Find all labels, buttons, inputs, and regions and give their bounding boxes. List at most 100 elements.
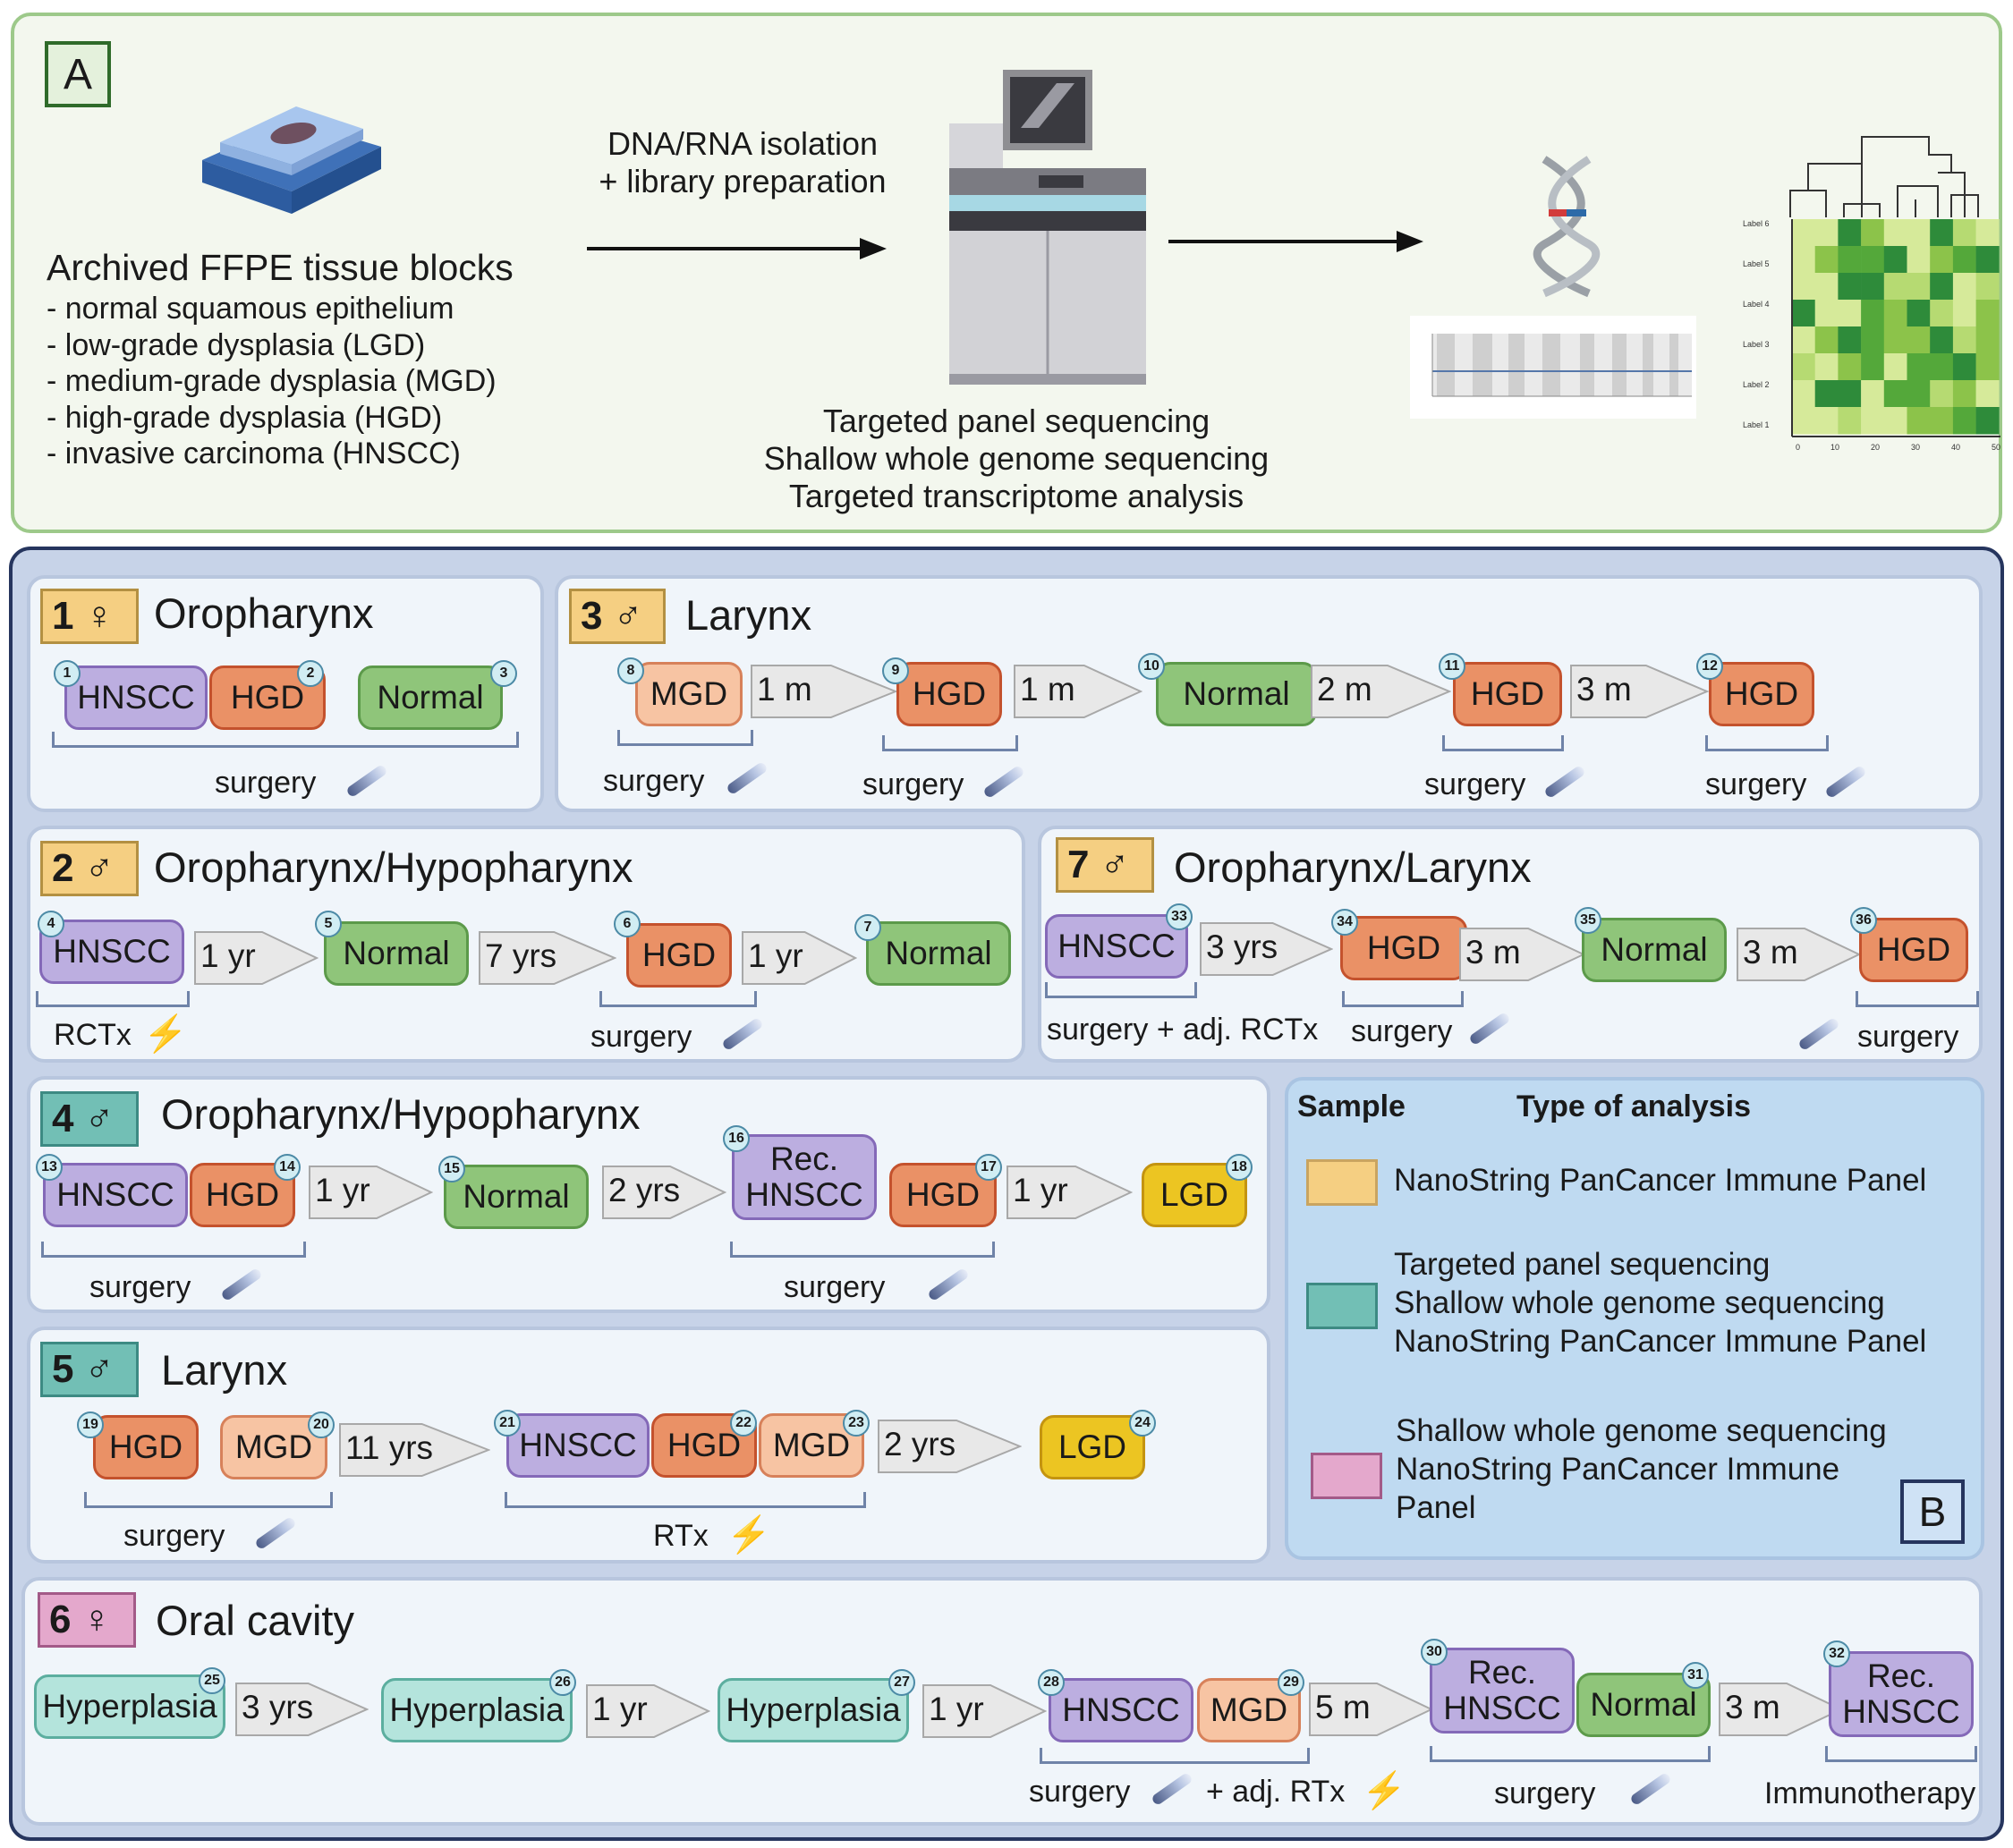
- heatmap-tick: 40: [1951, 443, 1960, 452]
- heatmap-tick: 20: [1871, 443, 1880, 452]
- sample-label-line: HNSCC: [1443, 1690, 1561, 1726]
- dna-icon: [1533, 156, 1601, 298]
- heatmap-cell: [1814, 273, 1839, 301]
- heatmap-cell: [1930, 326, 1954, 354]
- interval-label: 7 yrs: [485, 937, 557, 974]
- patient-id: 7: [1067, 843, 1090, 886]
- sample-group-bracket: [882, 735, 1018, 751]
- sample-mgd: MGD: [759, 1413, 864, 1478]
- sample-hnscc: HNSCC: [1045, 914, 1188, 979]
- heatmap-cell: [1907, 219, 1931, 247]
- interval-arrow: 2 yrs: [601, 1165, 726, 1220]
- methods-list: Targeted panel sequencing Shallow whole …: [712, 403, 1321, 515]
- sample-number-badge: 4: [38, 911, 64, 937]
- heatmap-row-label: Label 4: [1743, 300, 1770, 309]
- heatmap-cell: [1792, 273, 1815, 301]
- legend-text: Targeted panel sequencing Shallow whole …: [1394, 1245, 1926, 1361]
- tissue-item: - normal squamous epithelium: [47, 292, 454, 326]
- heatmap-cell: [1838, 273, 1862, 301]
- sample-number-badge: 8: [617, 657, 644, 684]
- heatmap-cell: [1975, 407, 2000, 435]
- interval-arrow: 3 m: [1736, 927, 1861, 982]
- sample-hnscc: HNSCC: [64, 665, 208, 730]
- interval-arrow: 1 yr: [585, 1683, 710, 1739]
- sample-group-bracket: [36, 991, 190, 1007]
- heatmap-tick: 0: [1796, 443, 1800, 452]
- arrow-right-icon: [1168, 231, 1423, 252]
- sample-number-badge: 21: [494, 1410, 521, 1437]
- sample-number-badge: 27: [888, 1669, 915, 1696]
- procedure-label: surgery + adj. RCTx: [1047, 1013, 1319, 1047]
- sample-number-badge: 23: [843, 1410, 870, 1437]
- sample-hgd: HGD: [1453, 662, 1562, 726]
- heatmap-tick: 30: [1911, 443, 1920, 452]
- method-line: Targeted panel sequencing: [822, 403, 1210, 439]
- interval-arrow-icon: [751, 665, 897, 718]
- radiation-bolt-icon: ⚡: [143, 1014, 188, 1054]
- interval-label: 3 m: [1725, 1689, 1780, 1725]
- sample-hgd: HGD: [209, 665, 326, 730]
- heatmap-row-label: Label 1: [1743, 420, 1770, 429]
- interval-arrow: 2 yrs: [877, 1419, 1022, 1474]
- heatmap-cell: [1907, 273, 1931, 301]
- interval-arrow: 5 m: [1308, 1682, 1433, 1737]
- procedure-label: surgery: [89, 1270, 191, 1304]
- heatmap-row-label: Label 3: [1743, 340, 1770, 349]
- dendrogram: [1789, 136, 1979, 217]
- heatmap-cell: [1838, 300, 1862, 327]
- sample-group-bracket: [1430, 1746, 1711, 1762]
- patient-site: Larynx: [685, 591, 812, 639]
- procedure-label: Immunotherapy: [1764, 1776, 1976, 1810]
- male-icon: ♂: [1100, 843, 1130, 886]
- sample-hnscc: HNSCC: [506, 1413, 650, 1478]
- legend-line: Panel: [1396, 1490, 1476, 1525]
- heatmap-tick: 50: [1992, 443, 2000, 452]
- sample-number-badge: 10: [1138, 653, 1165, 680]
- sample-number-badge: 16: [723, 1125, 750, 1152]
- sample-number-badge: 22: [730, 1410, 757, 1437]
- interval-label: 5 m: [1315, 1689, 1371, 1725]
- heatmap-cell: [1952, 326, 1976, 354]
- procedure-label: surgery: [784, 1270, 886, 1304]
- sample-number-badge: 13: [36, 1154, 63, 1181]
- heatmap-cell: [1814, 300, 1839, 327]
- interval-arrow-icon: [194, 931, 319, 985]
- heatmap-cell: [1975, 353, 2000, 381]
- heatmap-cell: [1975, 380, 2000, 408]
- legend-text: NanoString PanCancer Immune Panel: [1394, 1161, 1926, 1200]
- heatmap-cell: [1861, 273, 1885, 301]
- sample-number-badge: 12: [1696, 653, 1723, 680]
- interval-arrow: 3 m: [1569, 664, 1709, 719]
- interval-arrow: 2 m: [1310, 664, 1451, 719]
- procedure-label: surgery: [1857, 1020, 1959, 1054]
- legend: Sample Type of analysis NanoString PanCa…: [1285, 1077, 1984, 1560]
- sample-number-badge: 34: [1331, 909, 1358, 936]
- patient-badge: 5♂: [40, 1342, 139, 1397]
- interval-label: 1 yr: [200, 937, 256, 974]
- sample-number-badge: 24: [1129, 1410, 1156, 1437]
- sample-label-line: Rec.: [1866, 1657, 1936, 1694]
- sample-number-badge: 11: [1439, 653, 1465, 680]
- step1-line: + library preparation: [599, 163, 887, 199]
- sample-hgd: HGD: [1709, 662, 1814, 726]
- method-line: Shallow whole genome sequencing: [763, 440, 1270, 477]
- heatmap-cell: [1861, 407, 1885, 435]
- sample-group-bracket: [41, 1242, 306, 1258]
- heatmap-cell: [1883, 246, 1907, 274]
- genome-plot-icon: [1410, 316, 1696, 419]
- radiation-bolt-icon: ⚡: [1362, 1771, 1406, 1810]
- procedure-label: surgery: [1494, 1776, 1596, 1810]
- sample-hgd: HGD: [889, 1163, 997, 1227]
- sample-hgd: HGD: [626, 923, 732, 988]
- heatmap-row-label: Label 5: [1743, 259, 1770, 268]
- tissue-title: Archived FFPE tissue blocks: [47, 247, 514, 288]
- sample-label-line: Rec.: [1467, 1654, 1537, 1691]
- interval-arrow-icon: [602, 1166, 726, 1219]
- legend-line: NanoString PanCancer Immune Panel: [1394, 1324, 1927, 1359]
- legend-line: Shallow whole genome sequencing: [1396, 1413, 1887, 1448]
- sample-group-bracket: [84, 1492, 333, 1508]
- interval-arrow-icon: [1309, 1683, 1433, 1736]
- heatmap-cell: [1907, 407, 1931, 435]
- sample-group-bracket: [52, 732, 519, 748]
- female-icon: ♀: [81, 1598, 112, 1641]
